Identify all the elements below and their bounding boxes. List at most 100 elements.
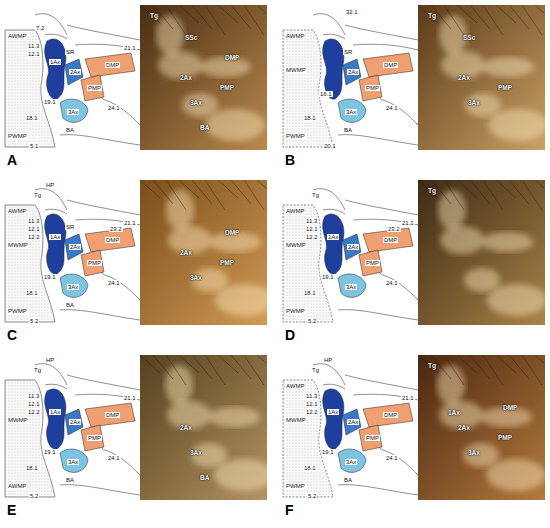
panel-letter: E [7, 503, 16, 517]
photo-label: SSc [185, 35, 197, 42]
part-label: 32.1 [345, 9, 359, 15]
part-label: 3Ax [67, 284, 79, 290]
part-label: MWMP [285, 67, 307, 73]
part-label: 21.1 [123, 45, 137, 51]
part-label: PWMP [285, 483, 306, 489]
second-axillary-sclerite [343, 59, 361, 85]
part-label: 21.1 [123, 220, 137, 226]
part-label: 11.3 [305, 218, 318, 224]
part-label: 24.1 [107, 105, 121, 111]
part-label: DMP [383, 412, 398, 418]
wing-outline [323, 34, 345, 39]
second-axillary-sclerite [65, 409, 83, 435]
third-axillary-sclerite [338, 449, 366, 472]
photo-label: 3Ax [190, 100, 202, 107]
photo-label: DMP [503, 405, 517, 412]
part-label: 11.3 [27, 43, 40, 49]
photo-label: DMP [225, 230, 239, 237]
part-label: MWMP [285, 417, 307, 423]
proximal-median-plate [359, 250, 382, 276]
second-axillary-sclerite [65, 234, 83, 260]
photo-label: 3Ax [468, 450, 480, 457]
part-label: 18.1 [303, 465, 317, 471]
part-label: 1Ax [327, 409, 339, 415]
part-label: Tg [33, 367, 42, 373]
part-label: 24.1 [385, 455, 399, 461]
wing-outline [383, 100, 418, 125]
part-label: DMP [383, 237, 398, 243]
photograph [418, 355, 545, 500]
part-label: 3Ax [67, 459, 79, 465]
third-axillary-sclerite [60, 274, 88, 297]
part-label: Tg [311, 192, 320, 198]
line-drawing [283, 364, 418, 497]
part-label: SR [65, 224, 75, 230]
wing-outline [313, 14, 345, 35]
wing-outline [323, 209, 345, 214]
part-label: BA [65, 477, 75, 483]
part-label: PMP [87, 85, 102, 91]
part-label: HP [45, 357, 55, 363]
wing-outline [67, 25, 140, 40]
proximal-median-plate [81, 425, 104, 451]
photo-label: DMP [225, 55, 239, 62]
part-label: Tg [33, 192, 42, 198]
wing-outline [45, 34, 67, 39]
part-label: 5.2 [29, 318, 39, 324]
first-axillary-sclerite [45, 214, 66, 274]
part-label: 2Ax [347, 419, 359, 425]
line-drawing [5, 189, 140, 322]
photo-label: 2Ax [180, 250, 192, 257]
third-axillary-sclerite [338, 99, 366, 122]
wing-outline [353, 394, 418, 400]
part-label: AWMP [7, 483, 27, 489]
wing-outline [60, 485, 140, 495]
wing-outline [60, 310, 140, 320]
wing-outline [75, 44, 140, 50]
part-label: 2Ax [69, 419, 81, 425]
panel-letter: F [285, 503, 294, 517]
photo-label: PMP [220, 85, 234, 92]
photo-label: BA [200, 125, 209, 132]
part-label: AWMP [7, 33, 27, 39]
part-label: 11.3 [27, 218, 40, 224]
part-label: BA [343, 477, 353, 483]
part-label: MWMP [7, 242, 29, 248]
photograph [140, 355, 267, 500]
wing-outline [338, 135, 418, 145]
photograph [418, 5, 545, 150]
part-label: 12.1 [305, 226, 319, 232]
part-label: 24.1 [107, 280, 121, 286]
part-label: DMP [105, 62, 120, 68]
wing-outline [60, 135, 140, 145]
part-label: PWMP [285, 133, 306, 139]
photo-label: 2Ax [180, 75, 192, 82]
wing-outline [45, 384, 67, 389]
wing-outline [105, 450, 140, 475]
distal-median-plate [85, 53, 135, 77]
wing-outline [338, 310, 418, 320]
third-axillary-sclerite [60, 449, 88, 472]
first-axillary-sclerite [45, 39, 66, 99]
part-label: 3Ax [345, 459, 357, 465]
part-label: 2Ax [69, 244, 81, 250]
part-label: PMP [87, 260, 102, 266]
distal-median-plate [85, 403, 135, 427]
wing-outline [67, 375, 140, 390]
part-label: 12.2 [27, 234, 41, 240]
third-axillary-sclerite [60, 99, 88, 122]
part-label: PWMP [7, 133, 28, 139]
part-label: 2Ax [69, 69, 81, 75]
part-label: 3Ax [345, 284, 357, 290]
line-drawing [283, 14, 418, 147]
part-label: 12.2 [27, 409, 41, 415]
wing-outline [353, 44, 418, 50]
wing-outline [383, 275, 418, 300]
first-axillary-sclerite [45, 389, 66, 449]
photo-label: 2Ax [458, 425, 470, 432]
part-label: 24.1 [385, 105, 399, 111]
wing-outline [323, 384, 345, 389]
part-label: 19.1 [43, 449, 57, 455]
wing-outline [345, 375, 418, 390]
